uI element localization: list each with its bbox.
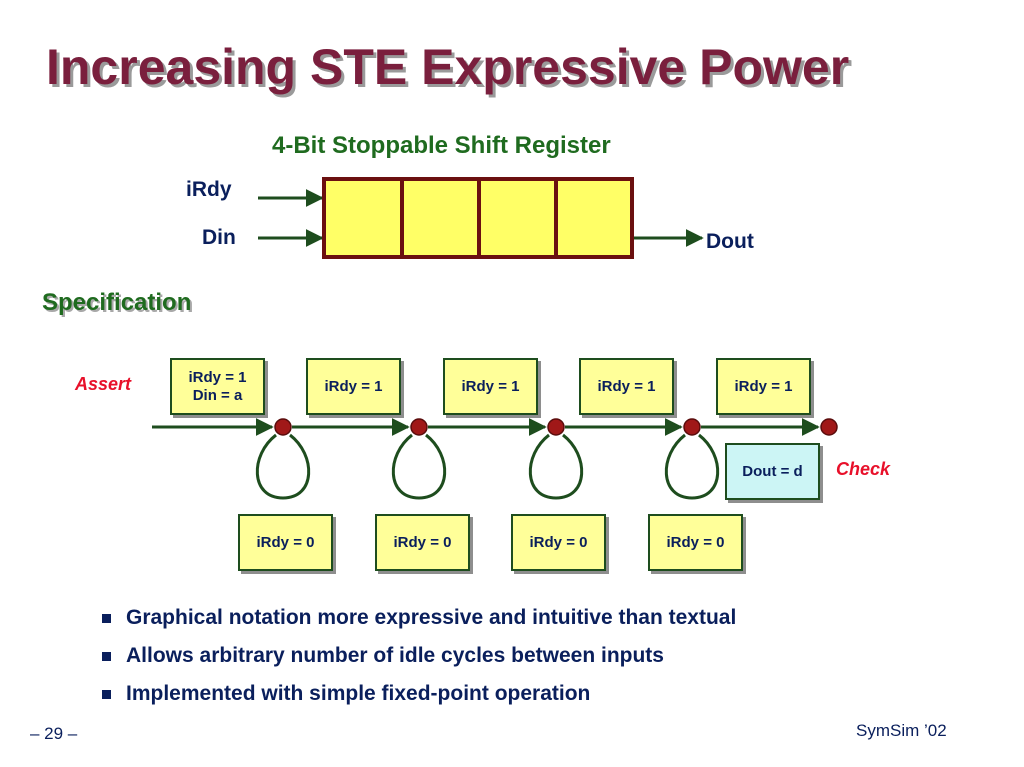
- assert-box-1: iRdy = 1 Din = a: [170, 358, 265, 415]
- idle-self-loop-4: [664, 433, 720, 500]
- idle-self-loop-2: [391, 433, 447, 500]
- state-node-1: [274, 418, 292, 436]
- slide-title: Increasing STE Expressive Power: [46, 39, 850, 95]
- conference-footer: SymSim ’02: [856, 721, 947, 740]
- bullet-text: Implemented with simple fixed-point oper…: [126, 682, 591, 705]
- bullet-square-icon: [102, 652, 111, 661]
- idle-box-2: iRdy = 0: [375, 514, 470, 571]
- specification-heading: Specification: [42, 289, 192, 316]
- assert-label: Assert: [75, 374, 132, 394]
- assert-box-5: iRdy = 1: [716, 358, 811, 415]
- idle-box-4: iRdy = 0: [648, 514, 743, 571]
- state-node-5: [820, 418, 838, 436]
- idle-self-loop-1: [255, 433, 311, 500]
- state-node-2: [410, 418, 428, 436]
- assert-box-4-line-1: iRdy = 1: [597, 377, 656, 395]
- register-cell-4: [554, 177, 634, 259]
- check-label: Check: [836, 459, 891, 479]
- page-number: – 29 –: [30, 724, 78, 743]
- assert-box-4: iRdy = 1: [579, 358, 674, 415]
- shift-register: [322, 177, 634, 259]
- idle-box-4-text: iRdy = 0: [666, 533, 725, 551]
- bullet-text: Allows arbitrary number of idle cycles b…: [126, 644, 664, 667]
- state-node-3: [547, 418, 565, 436]
- assert-box-1-line-2: Din = a: [192, 386, 243, 404]
- idle-self-loop-3: [528, 433, 584, 500]
- bullet-square-icon: [102, 614, 111, 623]
- bullet-item: Implemented with simple fixed-point oper…: [102, 680, 736, 718]
- assert-box-3: iRdy = 1: [443, 358, 538, 415]
- check-box-text: Dout = d: [742, 462, 803, 480]
- bullet-item: Graphical notation more expressive and i…: [102, 604, 736, 642]
- din-input-label: Din: [202, 226, 236, 249]
- dout-output-label: Dout: [706, 230, 754, 253]
- register-cell-3: [477, 177, 558, 259]
- bullet-item: Allows arbitrary number of idle cycles b…: [102, 642, 736, 680]
- register-caption: 4-Bit Stoppable Shift Register: [272, 132, 611, 159]
- irdy-input-label: iRdy: [186, 178, 232, 201]
- bullet-square-icon: [102, 690, 111, 699]
- state-node-4: [683, 418, 701, 436]
- assert-box-2: iRdy = 1: [306, 358, 401, 415]
- idle-box-1-text: iRdy = 0: [256, 533, 315, 551]
- check-box: Dout = d: [725, 443, 820, 500]
- bullet-text: Graphical notation more expressive and i…: [126, 606, 737, 629]
- bullet-list: Graphical notation more expressive and i…: [102, 604, 736, 718]
- idle-box-3-text: iRdy = 0: [529, 533, 588, 551]
- idle-box-3: iRdy = 0: [511, 514, 606, 571]
- register-cell-1: [322, 177, 404, 259]
- assert-box-3-line-1: iRdy = 1: [461, 377, 520, 395]
- register-cell-2: [400, 177, 481, 259]
- assert-box-5-line-1: iRdy = 1: [734, 377, 793, 395]
- assert-box-1-line-1: iRdy = 1: [188, 368, 247, 386]
- idle-box-1: iRdy = 0: [238, 514, 333, 571]
- assert-box-2-line-1: iRdy = 1: [324, 377, 383, 395]
- idle-box-2-text: iRdy = 0: [393, 533, 452, 551]
